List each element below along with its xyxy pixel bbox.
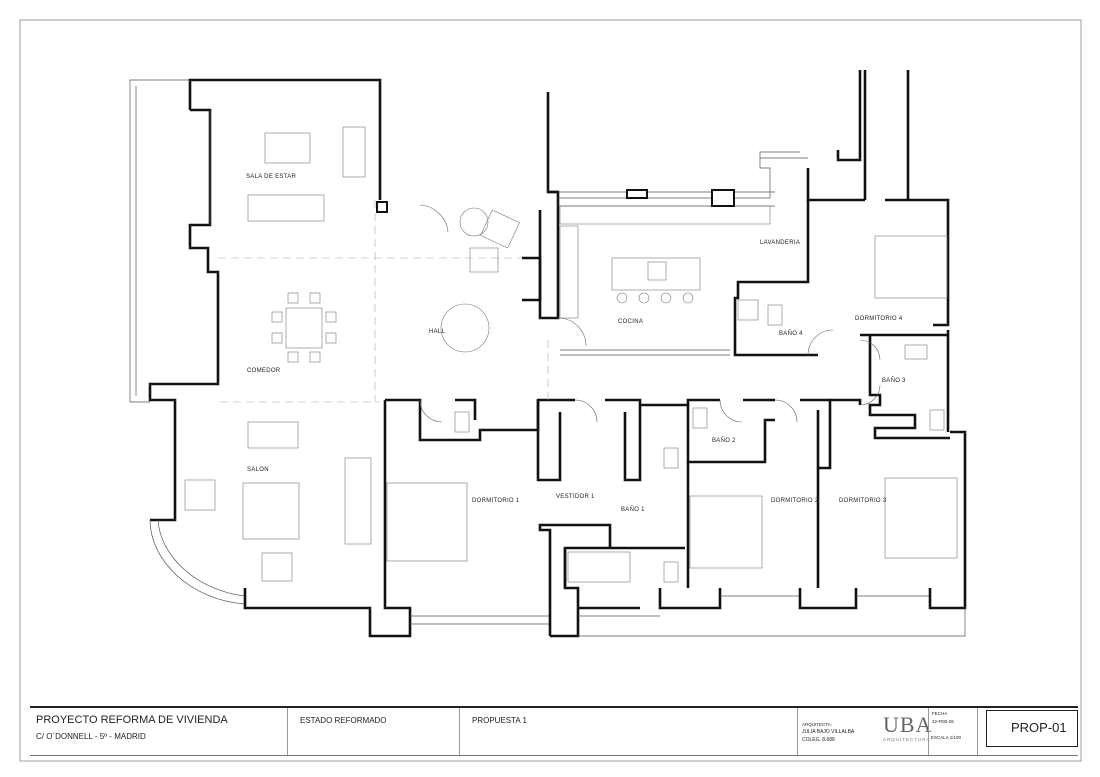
plan-zone-lines xyxy=(218,200,730,403)
room-label-bano-1: BAÑO 1 xyxy=(621,506,645,513)
room-label-cocina: COCINA xyxy=(618,319,643,325)
plan-furniture xyxy=(184,126,958,583)
room-label-dormitorio-1: DORMITORIO 1 xyxy=(472,498,520,504)
title-block-project-cell: PROYECTO REFORMA DE VIVIENDA C/ O´DONNEL… xyxy=(30,708,288,755)
room-label-sala-de-estar: SALA DE ESTAR xyxy=(246,174,297,180)
room-label-dormitorio-2: DORMITORIO 2 xyxy=(771,498,819,504)
room-label-comedor: COMEDOR xyxy=(247,368,281,374)
date-label: FECHA xyxy=(932,711,948,716)
room-label-bano-3: BAÑO 3 xyxy=(882,377,906,384)
architect-label: ARQUITECTA: xyxy=(802,722,832,727)
studio-logo: UBA xyxy=(883,712,933,737)
title-block-architect-cell: UBA ARQUITECTURA xyxy=(798,708,931,755)
project-title: PROYECTO REFORMA DE VIVIENDA xyxy=(36,714,228,726)
sheet-border xyxy=(19,19,1082,762)
scale-value: ESCALA 1/100 xyxy=(931,735,962,740)
room-label-hall: HALL xyxy=(429,329,446,335)
room-label-lavanderia: LAVANDERIA xyxy=(760,240,800,246)
sheet-code-box: PROP-01 xyxy=(986,710,1078,747)
architect-name: JULIA BAJO VILLALBA xyxy=(802,729,855,735)
proposal-name: PROPUESTA 1 xyxy=(472,716,527,725)
room-label-bano-2: BAÑO 2 xyxy=(712,437,736,444)
sheet-code: PROP-01 xyxy=(1011,720,1067,735)
room-label-salon: SALON xyxy=(247,467,269,473)
date-value: 22-FEB-26 xyxy=(932,719,954,724)
room-label-bano-4: BAÑO 4 xyxy=(779,330,803,337)
title-block-state-cell: ESTADO REFORMADO xyxy=(288,708,460,755)
title-block-date-cell: FECHA 22-FEB-26 ESCALA 1/100 xyxy=(928,708,978,755)
studio-logo-subtitle: ARQUITECTURA xyxy=(883,737,931,742)
title-block-proposal-cell: PROPUESTA 1 ARQUITECTA: JULIA BAJO VILLA… xyxy=(460,708,854,755)
room-label-dormitorio-4: DORMITORIO 4 xyxy=(855,316,903,322)
room-label-dormitorio-3: DORMITORIO 3 xyxy=(839,498,887,504)
room-label-vestidor-1: VESTIDOR 1 xyxy=(556,494,595,500)
room-labels: SALA DE ESTAR COMEDOR SALON HALL COCINA … xyxy=(246,174,906,513)
plan-doors xyxy=(419,204,881,423)
plan-walls xyxy=(129,70,967,638)
title-block: PROYECTO REFORMA DE VIVIENDA C/ O´DONNEL… xyxy=(30,706,1078,756)
project-address: C/ O´DONNELL - 5º - MADRID xyxy=(36,732,146,741)
architect-colegiado: COLEG. 8.688 xyxy=(802,737,835,743)
drawing-state: ESTADO REFORMADO xyxy=(300,716,387,725)
